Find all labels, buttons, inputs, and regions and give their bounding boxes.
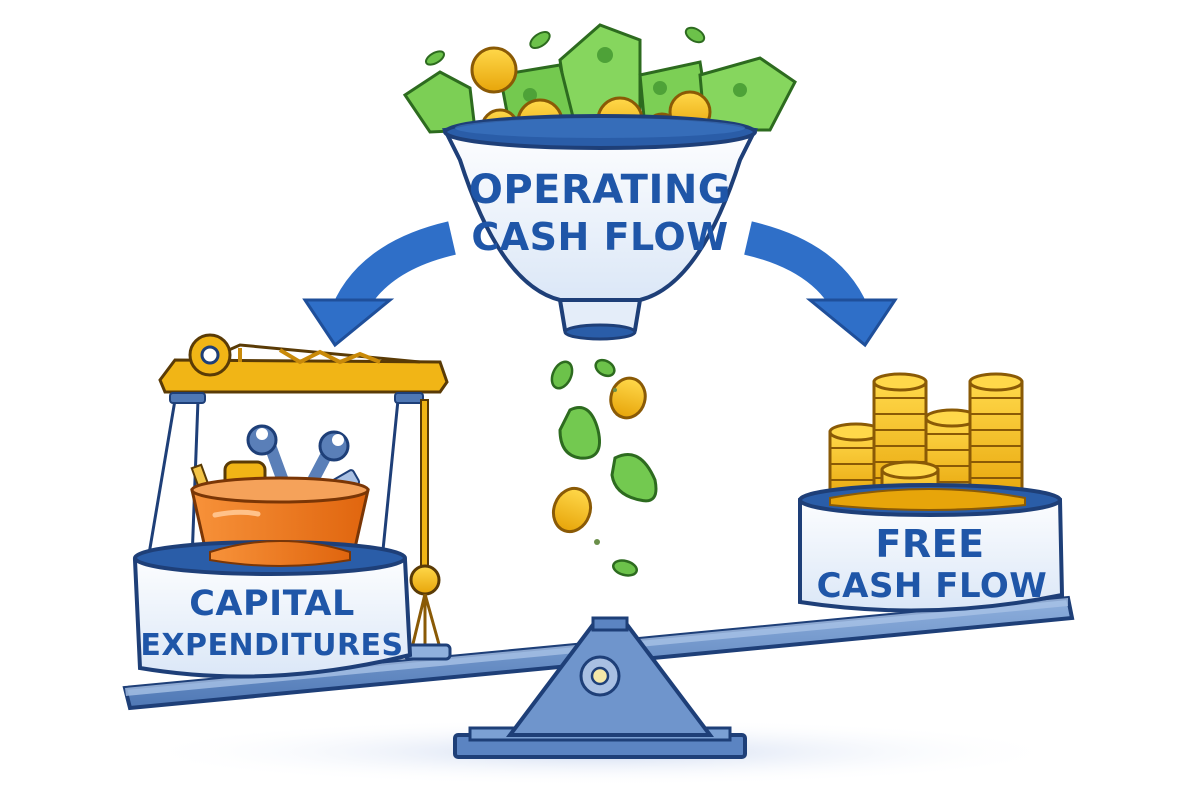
- fcf-label-line1: FREE: [875, 522, 984, 566]
- capex-label-line1: CAPITAL: [189, 584, 355, 624]
- free-cash-flow-bowl: FREE CASH FLOW: [798, 372, 1065, 613]
- operating-label-line2: CASH FLOW: [471, 215, 728, 259]
- falling-money-icon: [550, 358, 658, 577]
- capital-expenditures-bowl: CAPITAL EXPENDITURES: [132, 333, 452, 679]
- fcf-label-line2: CASH FLOW: [817, 566, 1048, 606]
- capex-label-line2: EXPENDITURES: [140, 628, 403, 663]
- arrow-to-capex-icon: [302, 221, 457, 348]
- seesaw-icon: [122, 595, 1075, 759]
- arrow-to-fcf-icon: [743, 221, 898, 348]
- crane-icon: [146, 333, 452, 661]
- coin-stacks-icon: [828, 372, 1024, 508]
- operating-cash-flow-funnel: OPERATING CASH FLOW: [402, 23, 797, 341]
- operating-label-line1: OPERATING: [469, 167, 731, 213]
